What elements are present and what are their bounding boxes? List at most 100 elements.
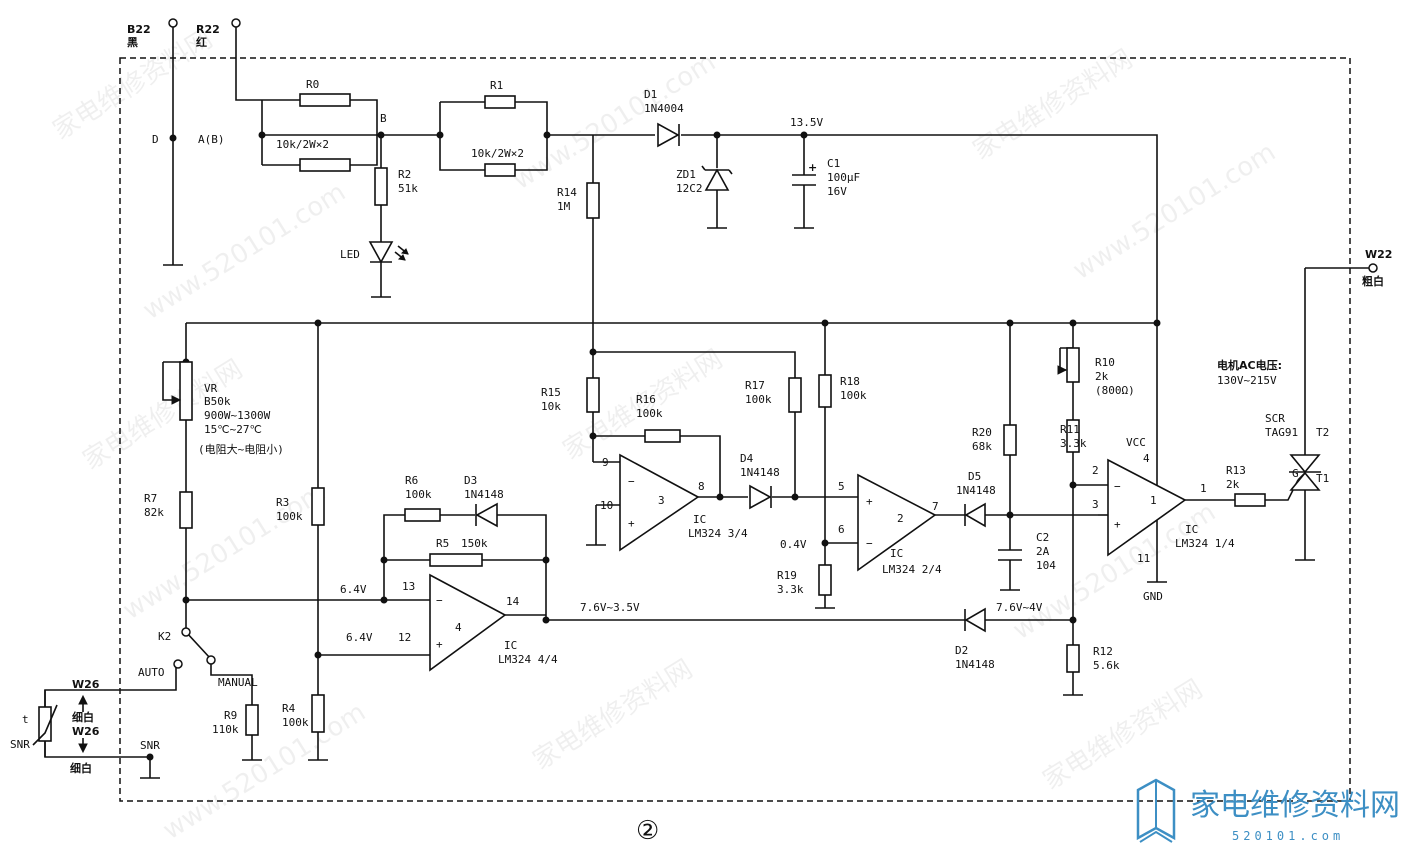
k2-common-terminal xyxy=(181,627,191,637)
terminal-w22-label: W22 xyxy=(1365,248,1392,261)
r17-value: 100k xyxy=(745,393,772,406)
r6-name: R6 xyxy=(405,474,418,487)
r1-name: R1 xyxy=(490,79,503,92)
resistor-r20 xyxy=(1003,424,1017,456)
r0-name: R0 xyxy=(306,78,319,91)
terminal-b22 xyxy=(168,18,178,28)
c2-value: 2A xyxy=(1036,545,1050,558)
r19-value: 3.3k xyxy=(777,583,804,596)
r18-name: R18 xyxy=(840,375,860,388)
r2-value: 51k xyxy=(398,182,418,195)
r10-value: 2k xyxy=(1095,370,1109,383)
resistor-r4 xyxy=(311,694,325,733)
potentiometer-r10 xyxy=(1066,347,1080,383)
node-d-label: D xyxy=(152,133,159,146)
ic4-pin13: 13 xyxy=(402,580,415,593)
ic4-plus: + xyxy=(436,638,443,651)
c1-plus: + xyxy=(808,161,817,174)
w26-bottom-label: W26 xyxy=(72,725,100,738)
resistor-r17 xyxy=(788,377,802,413)
vr-temp: 15℃~27℃ xyxy=(204,423,262,436)
r6-value: 100k xyxy=(405,488,432,501)
r14-value: 1M xyxy=(557,200,571,213)
terminals xyxy=(168,18,1378,669)
resistor-r7 xyxy=(179,491,193,529)
voltage-ic4-out: 7.6V~3.5V xyxy=(580,601,640,614)
vr-name: VR xyxy=(204,382,218,395)
svg-text:家电维修资料网: 家电维修资料网 xyxy=(968,44,1138,166)
d4-name: D4 xyxy=(740,452,754,465)
ic3-num: 3 xyxy=(658,494,665,507)
r16-name: R16 xyxy=(636,393,656,406)
svg-text:家电维修资料网: 家电维修资料网 xyxy=(528,654,698,776)
ic4-part: LM324 4/4 xyxy=(498,653,558,666)
vr-value: B50k xyxy=(204,395,231,408)
resistor-r2 xyxy=(374,167,388,206)
w26-bottom-color: 细白 xyxy=(70,761,92,775)
ic1-pin1: 1 xyxy=(1200,482,1207,495)
opamp-ic2 xyxy=(857,473,937,572)
wires xyxy=(44,27,1370,779)
opamp-ic3 xyxy=(619,453,700,552)
ic1-part: LM324 1/4 xyxy=(1175,537,1235,550)
ic2-ic: IC xyxy=(890,547,903,560)
logo-text: 家电维修资料网 xyxy=(1190,788,1400,823)
r20-name: R20 xyxy=(972,426,992,439)
r5-name: R5 xyxy=(436,537,449,550)
r4-name: R4 xyxy=(282,702,296,715)
terminal-r22-color: 红 xyxy=(196,35,207,49)
r10-name: R10 xyxy=(1095,356,1115,369)
figure-number: ② xyxy=(636,816,659,846)
r12-value: 5.6k xyxy=(1093,659,1120,672)
r9-name: R9 xyxy=(224,709,237,722)
book-logo-icon xyxy=(1136,778,1176,843)
scr-symbol xyxy=(1289,454,1321,491)
w26-top-label: W26 xyxy=(72,678,100,691)
d2-name: D2 xyxy=(955,644,968,657)
opamp-symbols xyxy=(429,453,1187,672)
r4-value: 100k xyxy=(282,716,309,729)
d5-name: D5 xyxy=(968,470,981,483)
resistor-r0b xyxy=(299,158,351,172)
ic1-pin11: 11 xyxy=(1137,552,1150,565)
site-logo: 家电维修资料网 520101.com xyxy=(1136,778,1400,843)
r1-value: 10k/2W×2 xyxy=(471,147,524,160)
c1-value: 100μF xyxy=(827,171,860,184)
ic3-ic: IC xyxy=(693,513,706,526)
logo-url: 520101.com xyxy=(1232,829,1344,843)
ic2-num: 2 xyxy=(897,512,904,525)
resistor-r13 xyxy=(1234,493,1266,507)
diode-d5 xyxy=(964,502,986,528)
zd1-name: ZD1 xyxy=(676,168,696,181)
k2-manual-label: MANUAL xyxy=(218,676,258,689)
ic2-pin7: 7 xyxy=(932,500,939,513)
r10-note: (800Ω) xyxy=(1095,384,1135,397)
k2-manual-terminal xyxy=(206,655,216,665)
ic1-minus: − xyxy=(1114,480,1121,493)
motor-range: 130V~215V xyxy=(1217,374,1277,387)
svg-text:www.520101.com: www.520101.com xyxy=(158,697,371,846)
ic3-part: LM324 3/4 xyxy=(688,527,748,540)
voltage-6-4v-a: 6.4V xyxy=(340,583,367,596)
ic1-ic: IC xyxy=(1185,523,1198,536)
ic1-pin3: 3 xyxy=(1092,498,1099,511)
resistor-r19 xyxy=(818,564,832,596)
ic4-num: 4 xyxy=(455,621,462,634)
thermistor-snr xyxy=(38,706,52,742)
r11-value: 3.3k xyxy=(1060,437,1087,450)
zener-zd1 xyxy=(704,168,730,191)
r3-name: R3 xyxy=(276,496,289,509)
d3-value: 1N4148 xyxy=(464,488,504,501)
potentiometer-vr xyxy=(179,361,193,421)
d5-value: 1N4148 xyxy=(956,484,996,497)
voltage-13-5v: 13.5V xyxy=(790,116,823,129)
motor-title: 电机AC电压: xyxy=(1217,358,1282,372)
capacitor-c2 xyxy=(998,549,1022,561)
resistor-r1b xyxy=(484,163,516,177)
r5-value: 150k xyxy=(461,537,488,550)
diode-symbols xyxy=(368,122,986,633)
ic2-pin5: 5 xyxy=(838,480,845,493)
resistor-r18 xyxy=(818,374,832,408)
scr-t1: T1 xyxy=(1316,472,1329,485)
